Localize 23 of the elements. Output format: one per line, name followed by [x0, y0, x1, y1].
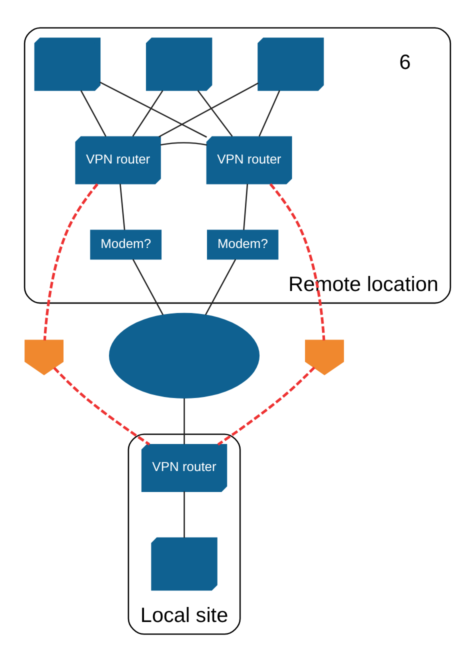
connector [99, 81, 206, 138]
node-lock [24, 339, 64, 375]
connector [160, 142, 207, 146]
connector [196, 90, 232, 136]
node-box: Modem? [90, 229, 162, 260]
connector [258, 90, 280, 136]
node-box: Modem? [206, 229, 278, 260]
connector [80, 90, 106, 136]
connector [242, 183, 248, 230]
connector [158, 82, 258, 137]
connector [42, 182, 98, 340]
node-cloud [108, 312, 260, 398]
connector [119, 183, 125, 230]
connector [183, 490, 184, 538]
label: 6 [398, 50, 410, 74]
connector [204, 258, 236, 315]
node-lock [304, 339, 344, 375]
connector [268, 182, 325, 340]
connector [216, 366, 315, 446]
connector [52, 366, 150, 446]
connector [183, 398, 184, 444]
connector [132, 90, 163, 136]
connector [132, 258, 164, 315]
